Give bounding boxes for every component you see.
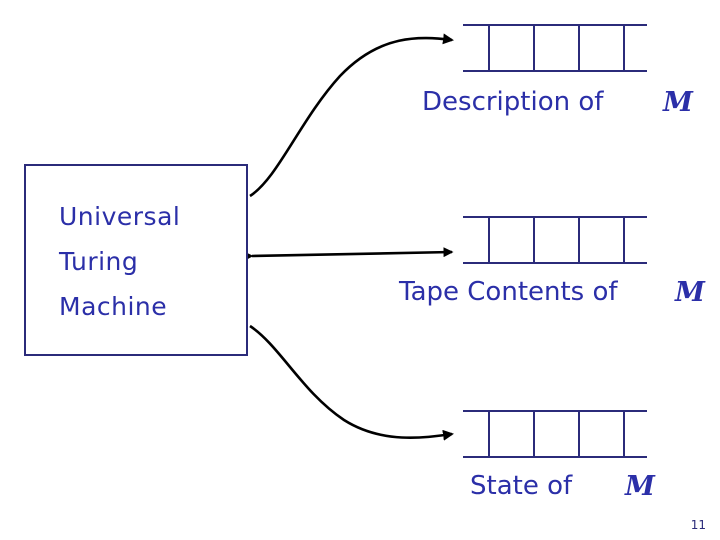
state-tape xyxy=(463,410,647,458)
tape-rail-bottom xyxy=(463,70,647,72)
page-number: 11 xyxy=(690,518,706,532)
tape-cell-divider xyxy=(623,216,625,264)
description-tape-symbol: M xyxy=(663,87,693,118)
tape-cell-divider xyxy=(578,24,580,72)
arrow-to-state-tape-path xyxy=(249,324,454,441)
utm-line-3: Machine xyxy=(59,292,168,321)
utm-line-2: Turing xyxy=(59,247,139,276)
tape-cell-divider xyxy=(488,24,490,72)
tape-cell-divider xyxy=(488,216,490,264)
description-tape xyxy=(463,24,647,72)
arrow-to-description-tape-path xyxy=(249,33,454,198)
tape-cell-divider xyxy=(533,24,535,72)
tape-rail-top xyxy=(463,216,647,218)
tape-rail-top xyxy=(463,24,647,26)
tape-contents-symbol: M xyxy=(675,277,705,308)
tape-rail-bottom xyxy=(463,262,647,264)
tape-contents-tape xyxy=(463,216,647,264)
tape-cell-divider xyxy=(533,410,535,458)
tape-cell-divider xyxy=(623,24,625,72)
tape-cell-divider xyxy=(623,410,625,458)
tape-contents-label: Tape Contents of xyxy=(399,277,618,307)
tape-cell-divider xyxy=(533,216,535,264)
arrow-tape-contents-path xyxy=(243,247,454,262)
tape-cell-divider xyxy=(488,410,490,458)
description-tape-label: Description of xyxy=(422,87,604,117)
universal-turing-machine-box: Universal Turing Machine xyxy=(24,164,248,356)
tape-rail-top xyxy=(463,410,647,412)
tape-rail-bottom xyxy=(463,456,647,458)
utm-line-1: Universal xyxy=(59,202,181,231)
tape-cell-divider xyxy=(578,410,580,458)
state-tape-label: State of xyxy=(470,471,573,501)
tape-cell-divider xyxy=(578,216,580,264)
state-tape-symbol: M xyxy=(625,471,655,502)
